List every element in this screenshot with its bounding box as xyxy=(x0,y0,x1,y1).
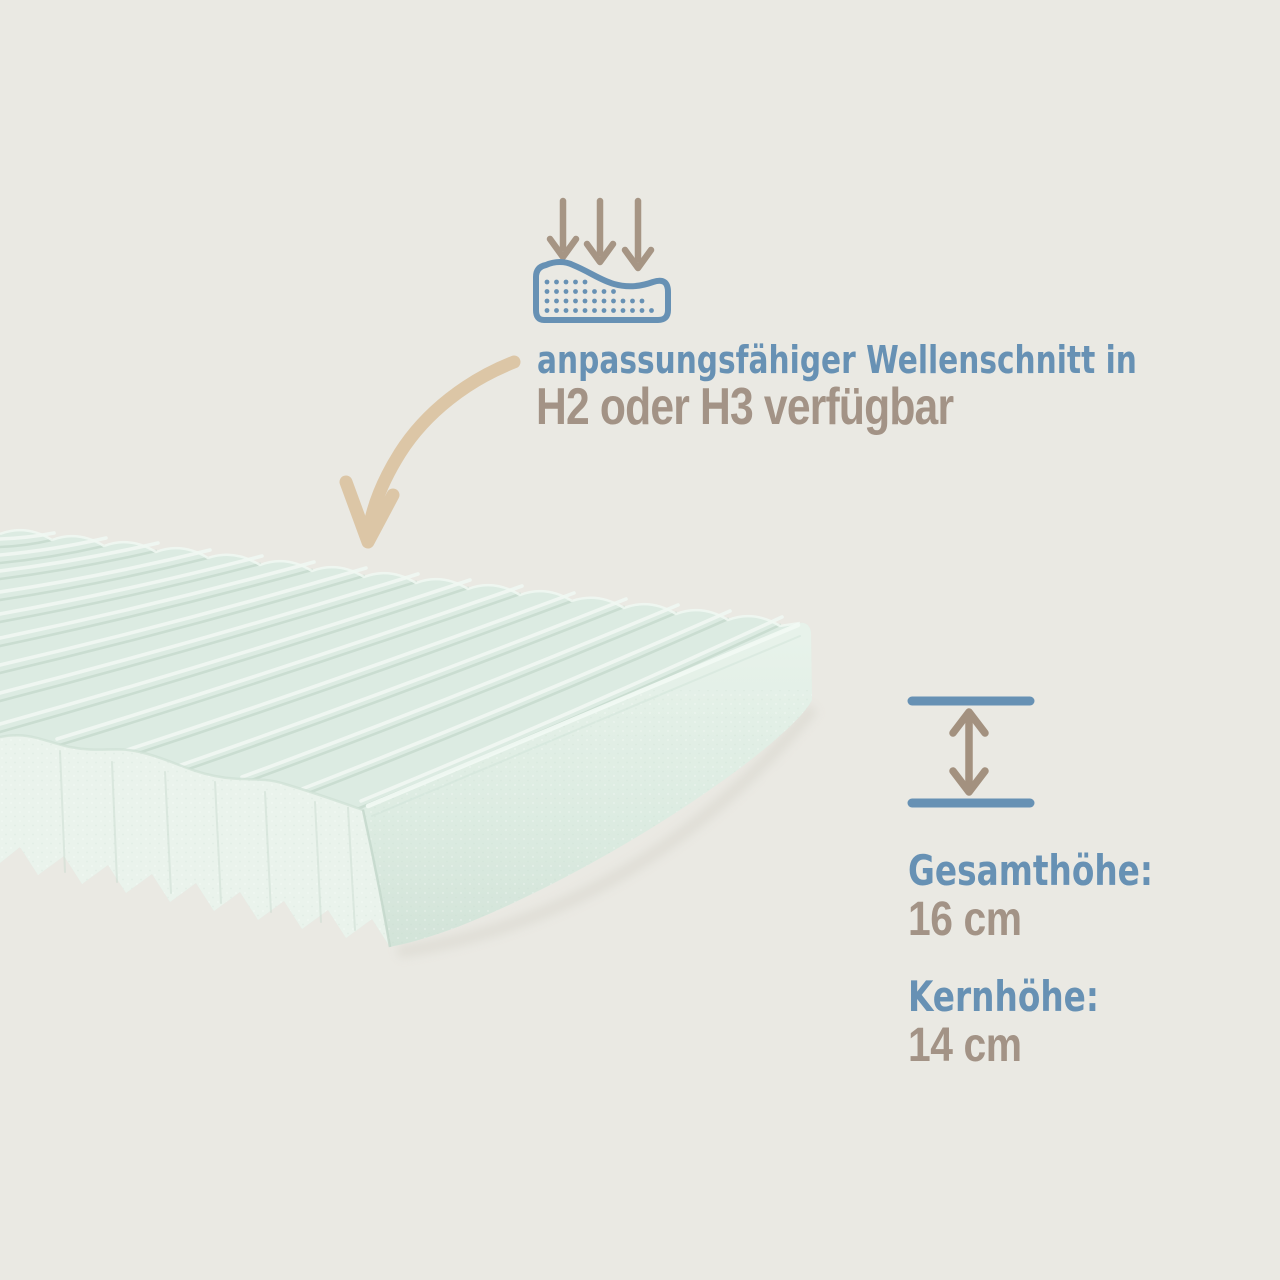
back-edge-highlight xyxy=(0,528,801,628)
measurement-value-gesamthoehe: 16 cm xyxy=(908,893,1022,946)
height-measure-icon xyxy=(907,696,1035,808)
mattress-shadow xyxy=(397,704,818,958)
measurement-value-kernhoehe: 14 cm xyxy=(908,1019,1022,1072)
pressure-arrows-wave-mattress-icon xyxy=(533,197,671,323)
pressure-arrows xyxy=(546,197,655,272)
feature-callout-line1: anpassungsfähiger Wellenschnitt in xyxy=(537,338,1137,382)
double-headed-arrow xyxy=(949,708,989,796)
measurement-label-kernhoehe: Kernhöhe: xyxy=(908,972,1099,1021)
front-corner-edge xyxy=(361,809,392,948)
feature-callout-line2: H2 oder H3 verfügbar xyxy=(536,378,954,436)
measurement-label-gesamthoehe: Gesamthöhe: xyxy=(908,846,1153,895)
end-face-wedge-lines xyxy=(59,750,356,931)
wave-mattress-outline xyxy=(533,259,671,323)
front-face-edge-shade xyxy=(371,635,801,817)
curved-arrow xyxy=(339,355,521,549)
mattress-foam-dots xyxy=(544,279,654,313)
front-face-edge-highlight xyxy=(365,622,801,809)
end-face-top-boundary xyxy=(0,734,365,812)
wave-cut-mattress-illustration xyxy=(0,528,818,958)
